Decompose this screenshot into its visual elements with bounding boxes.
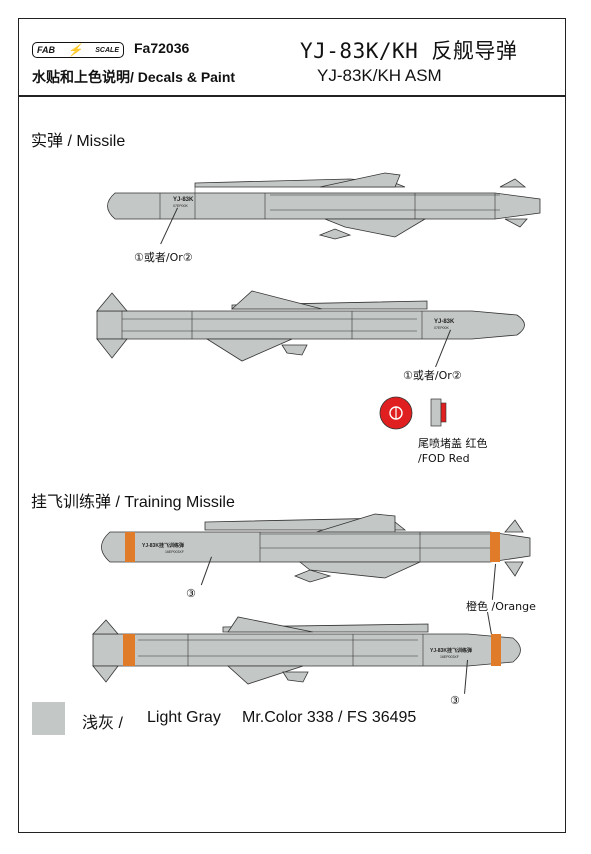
training-2-serial: 16EP003XF [440,655,459,659]
training-missile-side-view: YJ-83K挂飞训练弹 16EP003XF [92,616,521,685]
section-missile-heading: 实弹 / Missile [31,133,126,150]
light-gray-swatch [32,702,65,735]
orange-band [125,532,135,562]
legend-name-en: Light Gray [147,709,221,726]
section-training-heading: 挂飞训练弹 / Training Missile [31,494,235,511]
fod-label-en: /FOD Red [418,452,470,465]
decal-option-callout-2: ①或者/Or② [403,369,462,382]
logo-fab: FAB [37,45,55,55]
page-title-en: YJ-83K/KH ASM [317,66,442,85]
training-1-serial: 16EP003XF [165,550,184,554]
fod-label-cn: 尾喷堵盖 红色 [418,437,488,450]
subtitle: 水贴和上色说明/ Decals & Paint [32,69,236,85]
missile-side-view: YJ-83K 07EP00K [96,290,525,362]
page-title: YJ-83K/KH 反舰导弹 [300,39,518,63]
missile-2-designation: YJ-83K [434,319,455,325]
decal-option-callout-1: ①或者/Or② [134,251,193,264]
decal-3-callout-2: ③ [450,694,460,707]
orange-band [490,532,500,562]
product-code: Fa72036 [134,40,190,56]
missile-top-view: YJ-83K 07EP00K [107,172,541,240]
lightning-icon: ⚡ [67,43,83,57]
training-2-designation: YJ-83K挂飞训练弹 [430,647,472,654]
training-1-designation: YJ-83K挂飞训练弹 [142,542,184,549]
orange-band [491,634,501,666]
fod-cover-diagram [379,396,447,430]
legend-name-cn: 浅灰 / [82,715,123,732]
training-missile-top-view: YJ-83K挂飞训练弹 16EP003XF [101,513,531,583]
orange-band [123,634,135,666]
page-frame [18,18,566,833]
logo-scale: SCALE [95,46,119,54]
orange-callout: 橙色 /Orange [466,600,536,613]
decal-3-callout-1: ③ [186,587,196,600]
legend-paint-code: Mr.Color 338 / FS 36495 [242,709,417,726]
missile-1-serial: 07EP00K [173,204,188,208]
header-divider [18,95,566,97]
fab-scale-logo: FAB ⚡ SCALE [32,42,124,58]
missile-2-serial: 07EP00K [434,326,449,330]
missile-1-designation: YJ-83K [173,197,194,203]
